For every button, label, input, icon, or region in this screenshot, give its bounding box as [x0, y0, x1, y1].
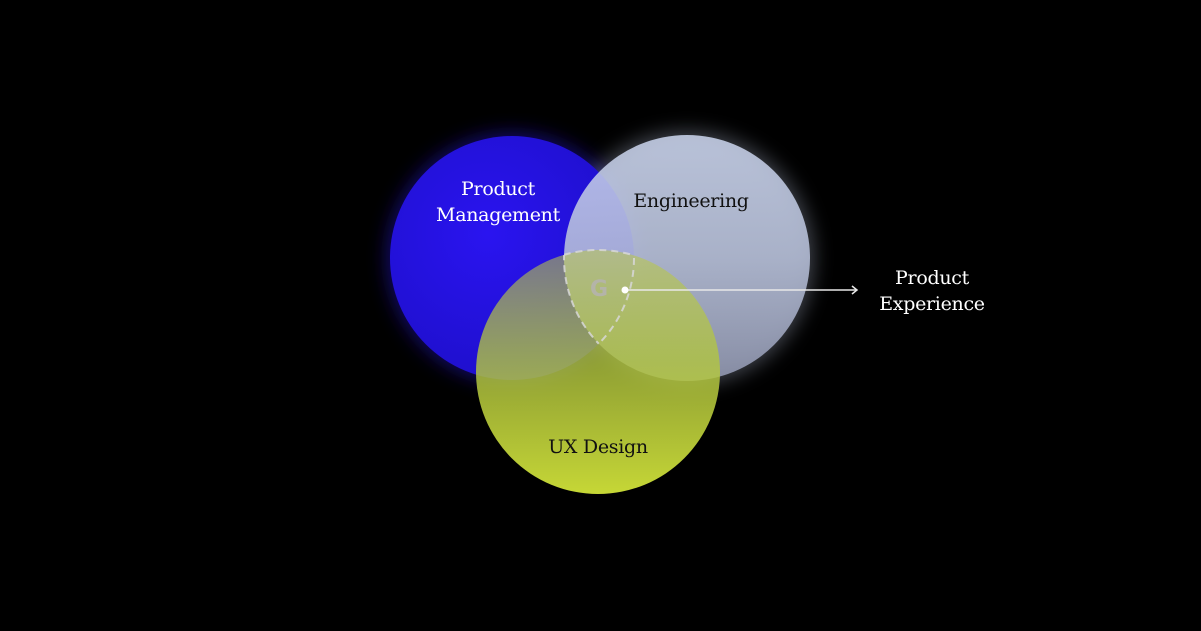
ux-design-circle	[476, 250, 720, 494]
logo-g-icon: G	[590, 277, 609, 302]
label-line: UX Design	[548, 436, 648, 458]
label-ux-design: UX Design	[548, 434, 648, 460]
label-product-experience: Product Experience	[879, 265, 985, 317]
label-product-management: Product Management	[436, 176, 560, 228]
label-line: Management	[436, 204, 560, 226]
label-line: Experience	[879, 293, 985, 315]
label-line: Product	[461, 178, 535, 200]
label-engineering: Engineering	[633, 188, 749, 214]
label-line: Product	[895, 267, 969, 289]
arrow-head-icon	[851, 285, 859, 295]
pointer-dot	[621, 286, 629, 294]
intersection-outline	[563, 249, 635, 381]
label-line: Engineering	[633, 190, 749, 212]
